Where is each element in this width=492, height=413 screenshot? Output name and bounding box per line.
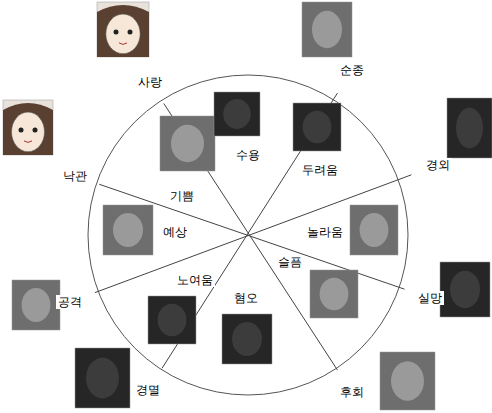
face-picture [222,314,272,364]
dyad-emotion: 순종 [338,63,366,77]
face-picture [75,348,130,408]
wheel-circle [88,75,408,395]
face-picture [12,280,60,330]
divider-line [99,184,404,289]
face-picture [310,270,358,318]
face-picture [214,92,260,136]
face-picture [148,296,196,344]
face-picture [293,103,341,151]
dyad-emotion: 실망 [416,291,444,305]
primary-emotion: 놀라움 [305,225,345,239]
dyad-emotion: 낙관 [61,169,89,183]
primary-emotion: 예상 [161,225,189,239]
face-picture [380,352,435,410]
face-picture [350,205,398,255]
face-picture [3,100,53,155]
dyad-emotion: 경외 [424,158,452,172]
primary-emotion: 혐오 [232,291,260,305]
face-picture [103,205,153,255]
face-picture [440,262,490,317]
primary-emotion: 노여움 [175,273,215,287]
face-picture [447,98,492,158]
dyad-emotion: 사랑 [136,75,164,89]
primary-emotion: 슬픔 [276,255,304,269]
dyad-emotion: 공격 [56,295,84,309]
divider-line [95,175,411,293]
face-picture [302,2,352,57]
primary-emotion: 기쁨 [168,189,196,203]
primary-emotion: 두려움 [300,163,340,177]
dyad-emotion: 후회 [338,385,366,399]
dyad-emotion: 경멸 [134,383,162,397]
face-picture [97,2,149,57]
primary-emotion: 수용 [234,148,262,162]
face-picture [160,116,215,171]
